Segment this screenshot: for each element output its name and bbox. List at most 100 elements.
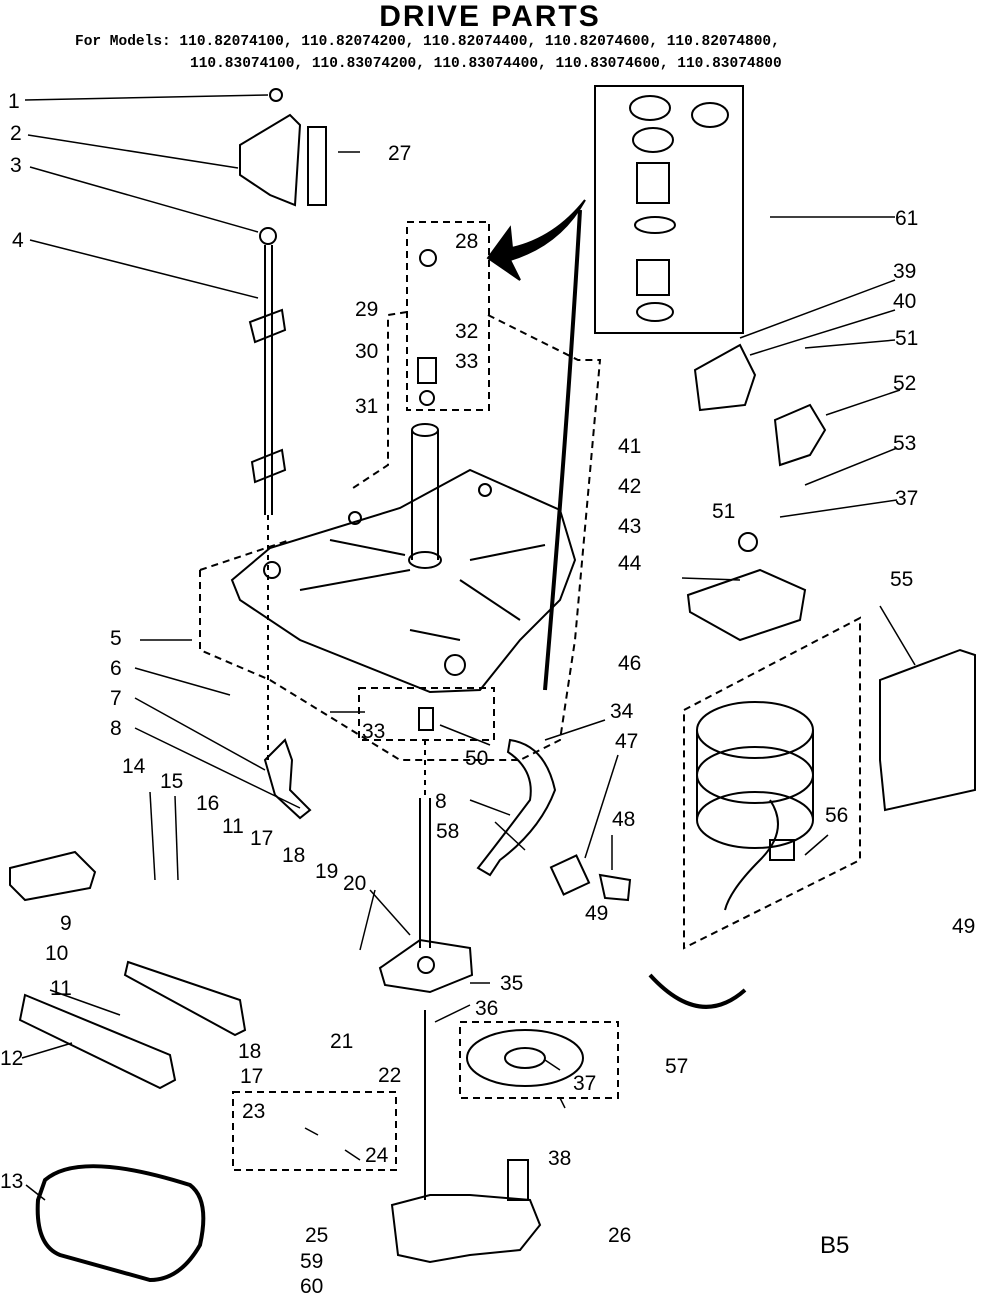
box-33-50 — [358, 687, 495, 741]
label-8: 8 — [110, 717, 122, 740]
label-4: 4 — [12, 229, 24, 252]
label-11b: 11 — [50, 977, 72, 1000]
label-1: 1 — [8, 90, 20, 113]
label-18b: 18 — [238, 1040, 261, 1063]
label-60: 60 — [300, 1275, 323, 1297]
label-11: 11 — [222, 815, 244, 838]
label-16: 16 — [196, 792, 219, 815]
label-13: 13 — [0, 1170, 23, 1193]
label-49: 49 — [585, 902, 608, 925]
label-32: 32 — [455, 320, 478, 343]
label-51b: 51 — [712, 500, 735, 523]
models-line-1: For Models: 110.82074100, 110.82074200, … — [75, 34, 780, 50]
center-tube — [408, 423, 442, 569]
kit-arrow-line — [543, 209, 582, 691]
belt-13 — [35, 1164, 206, 1283]
main-shaft — [418, 707, 434, 1200]
label-53: 53 — [893, 432, 916, 455]
mount-plate-44 — [686, 568, 807, 642]
box-base-bottom — [199, 570, 520, 761]
part-48 — [598, 873, 632, 902]
part-28 — [419, 249, 437, 267]
label-3: 3 — [10, 154, 22, 177]
label-22: 22 — [378, 1064, 401, 1087]
label-39: 39 — [893, 260, 916, 283]
transmission — [390, 1159, 542, 1264]
label-23: 23 — [242, 1100, 265, 1123]
page-title: DRIVE PARTS — [379, 0, 601, 33]
gear-housing — [378, 938, 474, 994]
bracket-2 — [239, 113, 302, 207]
label-41: 41 — [618, 435, 641, 458]
box-base-right — [487, 314, 602, 761]
linkage-rod — [248, 245, 287, 760]
label-40: 40 — [893, 290, 916, 313]
label-48: 48 — [612, 808, 635, 831]
label-29: 29 — [355, 298, 378, 321]
label-17: 17 — [250, 827, 273, 850]
label-14: 14 — [122, 755, 146, 778]
models-line-2: 110.83074100, 110.83074200, 110.83074400… — [190, 56, 782, 72]
label-26: 26 — [608, 1224, 631, 1247]
callout-labels: 1 2 3 4 5 6 7 8 8 9 10 11 11 12 13 14 15… — [0, 90, 975, 1297]
label-2: 2 — [10, 122, 22, 145]
bushing-3 — [259, 227, 277, 245]
label-42: 42 — [618, 475, 641, 498]
label-34: 34 — [610, 700, 634, 723]
label-38: 38 — [548, 1147, 571, 1170]
label-37: 37 — [895, 487, 918, 510]
parts-kit-box — [594, 85, 744, 334]
cam-58 — [476, 738, 557, 877]
label-9: 9 — [60, 912, 72, 935]
pulley-37 — [466, 1029, 584, 1087]
page-code: B5 — [820, 1232, 849, 1259]
label-24: 24 — [365, 1144, 389, 1167]
part-32 — [417, 357, 437, 384]
label-19: 19 — [315, 860, 338, 883]
label-58: 58 — [436, 820, 459, 843]
label-20: 20 — [343, 872, 366, 895]
label-17b: 17 — [240, 1065, 263, 1088]
label-25: 25 — [305, 1224, 328, 1247]
part-43 — [738, 532, 758, 552]
bar-12 — [18, 993, 177, 1090]
label-37b: 37 — [573, 1072, 596, 1095]
part-33 — [419, 390, 435, 406]
label-10: 10 — [45, 942, 68, 965]
label-28: 28 — [455, 230, 478, 253]
label-56: 56 — [825, 804, 848, 827]
base-plate — [230, 468, 577, 694]
label-18: 18 — [282, 844, 305, 867]
label-49b: 49 — [952, 915, 975, 938]
label-27: 27 — [388, 142, 411, 165]
label-36: 36 — [475, 997, 498, 1020]
clip-52 — [773, 403, 827, 467]
group-boxes — [199, 221, 861, 1171]
label-47: 47 — [615, 730, 638, 753]
bracket-7 — [263, 738, 312, 820]
kit-contents — [629, 95, 729, 322]
models-list-1: 110.82074100, 110.82074200, 110.82074400… — [179, 34, 780, 50]
models-prefix: For Models: — [75, 34, 171, 50]
label-15: 15 — [160, 770, 183, 793]
label-43: 43 — [618, 515, 641, 538]
bracket-40 — [693, 343, 757, 412]
label-57: 57 — [665, 1055, 688, 1078]
leader-lines — [21, 94, 916, 1201]
label-33: 33 — [455, 350, 478, 373]
label-7: 7 — [110, 687, 122, 710]
label-30: 30 — [355, 340, 378, 363]
label-55: 55 — [890, 568, 913, 591]
label-51: 51 — [895, 327, 918, 350]
label-59: 59 — [300, 1250, 323, 1273]
wire-57 — [648, 973, 747, 1009]
part-47 — [549, 854, 591, 896]
label-52: 52 — [893, 372, 916, 395]
panel-55 — [879, 648, 976, 812]
part-9 — [9, 850, 97, 902]
label-12: 12 — [0, 1047, 23, 1070]
label-6: 6 — [110, 657, 122, 680]
label-5: 5 — [110, 627, 122, 650]
label-46: 46 — [618, 652, 641, 675]
